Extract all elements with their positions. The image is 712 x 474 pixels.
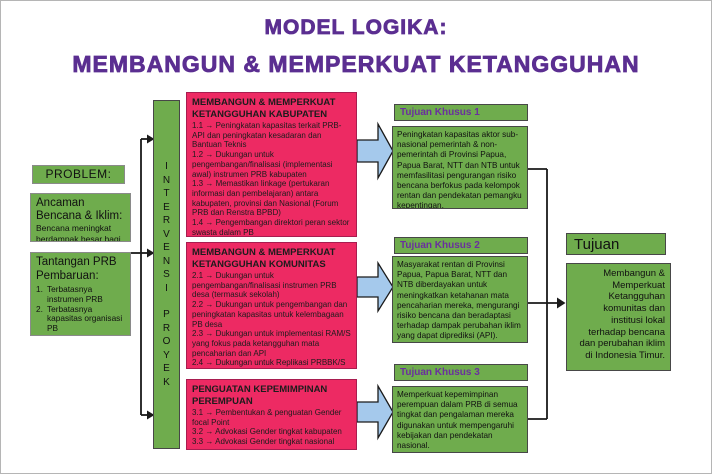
right-connector <box>528 168 558 420</box>
item-number: 3. <box>36 333 47 335</box>
flow-arrow-1-icon <box>356 121 394 181</box>
threat-box: Ancaman Bencana & Iklim: Bencana meningk… <box>30 193 131 242</box>
title-line-1: MODEL LOGIKA: <box>264 16 448 40</box>
item-text: Tidak adanya platform PRB lokal yang efe… <box>47 333 125 335</box>
intervention-box-kabupaten: MEMBANGUN & MEMPERKUAT KETANGGUHAN KABUP… <box>186 92 357 237</box>
challenge-box: Tantangan PRB Pembaruan: 1. Terbatasnya … <box>30 252 131 336</box>
intervensi-word: INTERVENSI <box>162 161 171 294</box>
threat-title: Ancaman Bencana & Iklim: <box>36 197 123 222</box>
objective-1-body: Peningkatan kapasitas aktor sub-nasional… <box>392 126 528 209</box>
objective-3-body: Memperkuat kepemimpinan perempuan dalam … <box>392 386 528 453</box>
intervention-title: PENGUATAN KEPEMIMPINAN PEREMPUAN <box>192 384 328 407</box>
list-item: 2. Terbatasnya kapasitas organisasi PB <box>36 303 125 334</box>
item-number: 1. <box>36 284 43 294</box>
objective-2-body: Masyarakat rentan di Provinsi Papua, Pap… <box>392 256 528 343</box>
goal-arrowhead <box>557 297 566 309</box>
objective-3-header: Tujuan Khusus 3 <box>394 364 528 381</box>
intervention-box-komunitas: MEMBANGUN & MEMPERKUAT KETANGGUHAN KOMUN… <box>186 242 357 369</box>
objective-2-header: Tujuan Khusus 2 <box>394 237 528 254</box>
challenge-list: 1. Terbatasnya instrumen PRB 2. Terbatas… <box>36 284 125 335</box>
item-text: Terbatasnya instrumen PRB <box>47 284 103 304</box>
slide-title: MODEL LOGIKA: MEMBANGUN & MEMPERKUAT KET… <box>1 13 711 81</box>
title-line-2: MEMBANGUN & MEMPERKUAT KETANGGUHAN <box>72 51 640 78</box>
objective-1-header: Tujuan Khusus 1 <box>394 104 528 121</box>
intervention-item: 2.1 → Dukungan untuk pengembangan/finali… <box>192 271 337 300</box>
list-item: 1. Terbatasnya instrumen PRB <box>36 284 125 305</box>
intervention-item: 3.2 → Advokasi Gender tingkat kabupaten <box>192 427 342 437</box>
problem-header-box: PROBLEM: <box>32 165 125 184</box>
intervention-item: 3.1 → Pembentukan & penguatan Gender foc… <box>192 408 342 427</box>
intervention-item: 1.3 → Memastikan linkage (pertukaran inf… <box>192 179 339 218</box>
challenge-title: Tantangan PRB Pembaruan: <box>36 256 117 282</box>
intervention-item: 2.4 → Dukungan untuk Replikasi PRBBK/S <box>192 358 346 368</box>
flow-arrow-3-icon <box>356 383 394 441</box>
list-item: 3. Tidak adanya platform PRB lokal yang … <box>36 333 125 335</box>
intervention-title: MEMBANGUN & MEMPERKUAT KETANGGUHAN KOMUN… <box>192 247 336 270</box>
intervention-item: 1.1 → Peningkatan kapasitas terkait PRB-… <box>192 121 342 150</box>
intervention-item: 2.2 → Dukungan untuk pengembangan dan pe… <box>192 300 348 329</box>
left-connector <box>130 138 147 416</box>
intervention-item: 2.3 → Dukungan untuk implementasi RAM/S … <box>192 329 351 358</box>
proyek-word: PROYEK <box>162 309 171 388</box>
item-text: Terbatasnya kapasitas organisasi PB <box>47 303 123 334</box>
intervention-title: MEMBANGUN & MEMPERKUAT KETANGGUHAN KABUP… <box>192 97 336 120</box>
goal-header: Tujuan <box>566 233 666 255</box>
goal-body: Membangun & Memperkuat Ketangguhan komun… <box>566 263 671 371</box>
flow-arrow-2-icon <box>356 260 394 314</box>
intervention-box-perempuan: PENGUATAN KEPEMIMPINAN PEREMPUAN 3.1 → P… <box>186 379 357 450</box>
item-number: 2. <box>36 303 43 314</box>
threat-desc: Bencana meningkat berdampak besar bagi l… <box>36 223 121 242</box>
intervention-item: 1.2 → Dukungan untuk pengembangan/finali… <box>192 150 333 179</box>
intervensi-proyek-box: INTERVENSI PROYEK <box>153 100 180 449</box>
intervention-item: 3.3 → Advokasi Gender tingkat nasional <box>192 437 335 447</box>
intervention-item: 1.4 → Pengembangan direktori peran sekto… <box>192 218 350 237</box>
